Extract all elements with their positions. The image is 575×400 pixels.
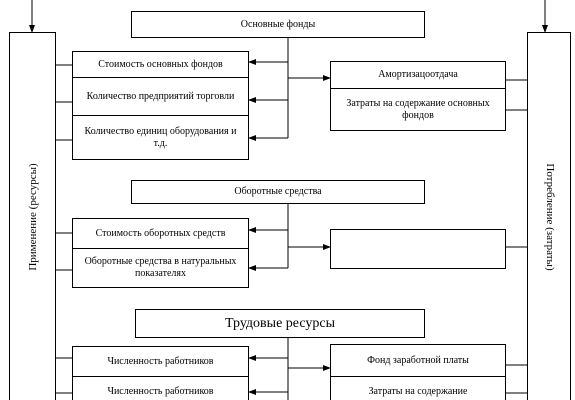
working-capital-costs-box — [330, 229, 506, 269]
working-capital-resource-1: Стоимость оборотных средств — [95, 227, 226, 239]
fixed-assets-resource-1: Стоимость основных фондов — [98, 58, 223, 70]
right-side-label: Потребление (затраты) — [544, 163, 556, 271]
fixed-assets-cost-1: Амортизацоотдача — [378, 69, 458, 80]
left-side-label: Применение (ресурсы) — [27, 163, 39, 271]
left-column-resources — [9, 32, 56, 400]
fixed-assets-resources-group: Стоимость основных фондов Количество пре… — [72, 51, 249, 160]
fixed-assets-cost-2: Затраты на содержание основных фондов — [331, 88, 505, 130]
labor-cost-1: Фонд заработной платы — [367, 354, 469, 366]
right-column-costs — [527, 32, 571, 400]
fixed-assets-resource-3: Количество единиц оборудования и т.д. — [73, 115, 248, 159]
fixed-assets-resource-2: Количество предприятий торговли — [73, 77, 248, 115]
labor-title: Трудовые ресурсы — [135, 309, 425, 338]
working-capital-title: Оборотные средства — [131, 180, 425, 204]
fixed-assets-title: Основные фонды — [131, 11, 425, 38]
labor-resources-group: Численность работников Численность работ… — [72, 346, 249, 400]
labor-costs-group: Фонд заработной платы Затраты на содержа… — [330, 344, 506, 400]
labor-cost-2: Затраты на содержание — [331, 376, 505, 400]
labor-resource-1: Численность работников — [107, 355, 214, 367]
labor-resource-2: Численность работников — [73, 376, 248, 400]
fixed-assets-costs-group: Амортизацоотдача Затраты на содержание о… — [330, 61, 506, 131]
working-capital-resource-2: Оборотные средства в натуральных показат… — [73, 248, 248, 287]
working-capital-resources-group: Стоимость оборотных средств Оборотные ср… — [72, 218, 249, 288]
